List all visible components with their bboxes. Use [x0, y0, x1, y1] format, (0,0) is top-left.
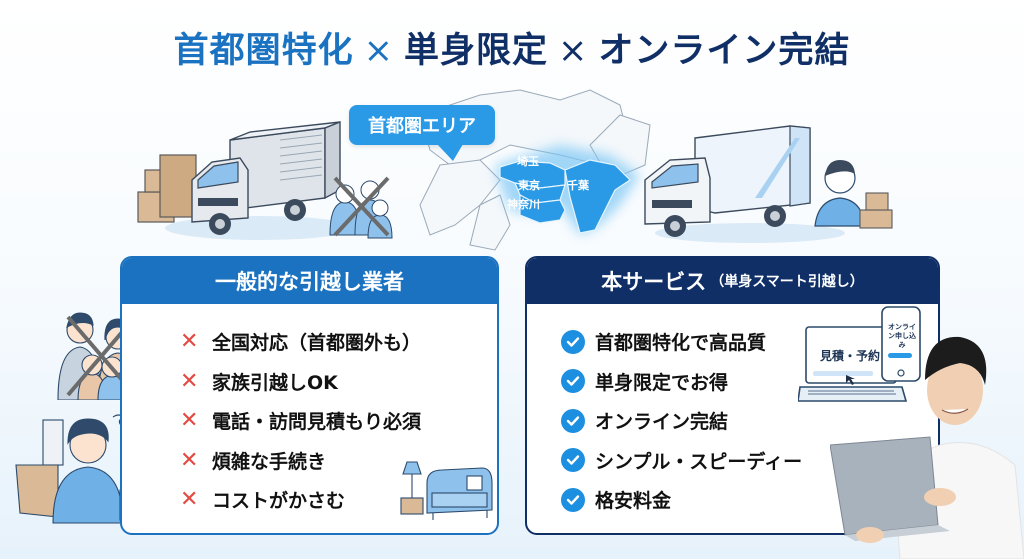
service-panel-title: 本サービス [601, 270, 707, 294]
map-label-tokyo: 東京 [518, 179, 540, 192]
check-icon [561, 369, 585, 394]
list-item-label: シンプル・スピーディー [595, 450, 803, 473]
service-panel-subtitle: （単身スマート引越し） [710, 274, 864, 290]
cross-icon: ✕ [180, 408, 199, 434]
check-icon [561, 329, 585, 354]
chiba-region [564, 159, 631, 234]
online-booking-illustration: 見積・予約 オンライン申し込み [798, 305, 928, 410]
service-benefits-list: 首都圏特化で高品質 単身限定でお得 オンライン完結 シンプル・スピーディー 格安… [561, 322, 802, 520]
smiling-man-with-laptop-photo [830, 336, 1024, 559]
map-label-chiba: 千葉 [567, 179, 589, 192]
page-title: 首都圏特化×単身限定×オンライン完結 [0, 22, 1024, 73]
list-item: 首都圏特化で高品質 [561, 322, 802, 362]
kanagawa-region [519, 194, 566, 224]
list-item: 格安料金 [561, 480, 802, 520]
title-separator: × [558, 31, 589, 71]
list-item: ✕ 煩雑な手続き [180, 441, 421, 481]
smartphone-icon [881, 306, 921, 382]
list-item-label: 首都圏特化で高品質 [595, 332, 767, 355]
list-item-label: 格安料金 [595, 490, 672, 513]
list-item-label: 家族引越しOK [212, 371, 338, 394]
title-part-capital-area: 首都圏特化 [173, 31, 354, 71]
check-icon [561, 408, 585, 433]
cross-icon: ✕ [180, 329, 199, 355]
list-item: シンプル・スピーディー [561, 441, 802, 481]
map-label-kanagawa: 神奈川 [507, 198, 540, 211]
list-item-label: 電話・訪問見積もり必須 [212, 411, 422, 434]
list-item: ✕ コストがかさむ [180, 480, 421, 520]
service-panel-header: 本サービス（単身スマート引越し） [527, 258, 938, 304]
general-mover-panel-header: 一般的な引越し業者 [122, 258, 497, 304]
service-panel: 本サービス（単身スマート引越し） 首都圏特化で高品質 単身限定でお得 オンライン… [525, 256, 940, 535]
check-icon [561, 448, 585, 473]
title-part-online: オンライン完結 [598, 31, 851, 71]
list-item: ✕ 家族引越しOK [180, 362, 421, 402]
list-item: オンライン完結 [561, 401, 802, 441]
title-separator: × [363, 31, 394, 71]
cross-icon: ✕ [180, 368, 199, 394]
list-item: 単身限定でお得 [561, 362, 802, 402]
truck-with-family-illustration [137, 120, 393, 240]
general-mover-panel: 一般的な引越し業者 ✕ 全国対応（首都圏外も） ✕ 家族引越しOK ✕ 電話・訪… [120, 256, 499, 535]
list-item-label: オンライン完結 [595, 411, 729, 434]
capital-area-callout: 首都圏エリア [349, 105, 495, 145]
list-item-label: 単身限定でお得 [595, 371, 729, 394]
general-mover-drawbacks-list: ✕ 全国対応（首都圏外も） ✕ 家族引越しOK ✕ 電話・訪問見積もり必須 ✕ … [180, 322, 421, 520]
cross-icon: ✕ [180, 487, 199, 513]
list-item: ✕ 全国対応（首都圏外も） [180, 322, 421, 362]
title-part-single: 単身限定 [403, 31, 548, 71]
list-item-label: コストがかさむ [212, 490, 346, 513]
check-icon [561, 487, 585, 512]
cross-icon: ✕ [180, 447, 199, 473]
list-item-label: 全国対応（首都圏外も） [212, 332, 422, 355]
laptop-screen-label: 見積・予約 [820, 349, 881, 363]
general-mover-panel-title: 一般的な引越し業者 [215, 270, 404, 294]
sofa-and-lamp-illustration [400, 461, 493, 520]
phone-screen-label: オンライン申し込み [888, 323, 916, 349]
list-item-label: 煩雑な手続き [212, 450, 327, 473]
list-item: ✕ 電話・訪問見積もり必須 [180, 401, 421, 441]
truck-with-single-person-illustration [644, 125, 893, 243]
map-label-saitama: 埼玉 [517, 155, 539, 168]
